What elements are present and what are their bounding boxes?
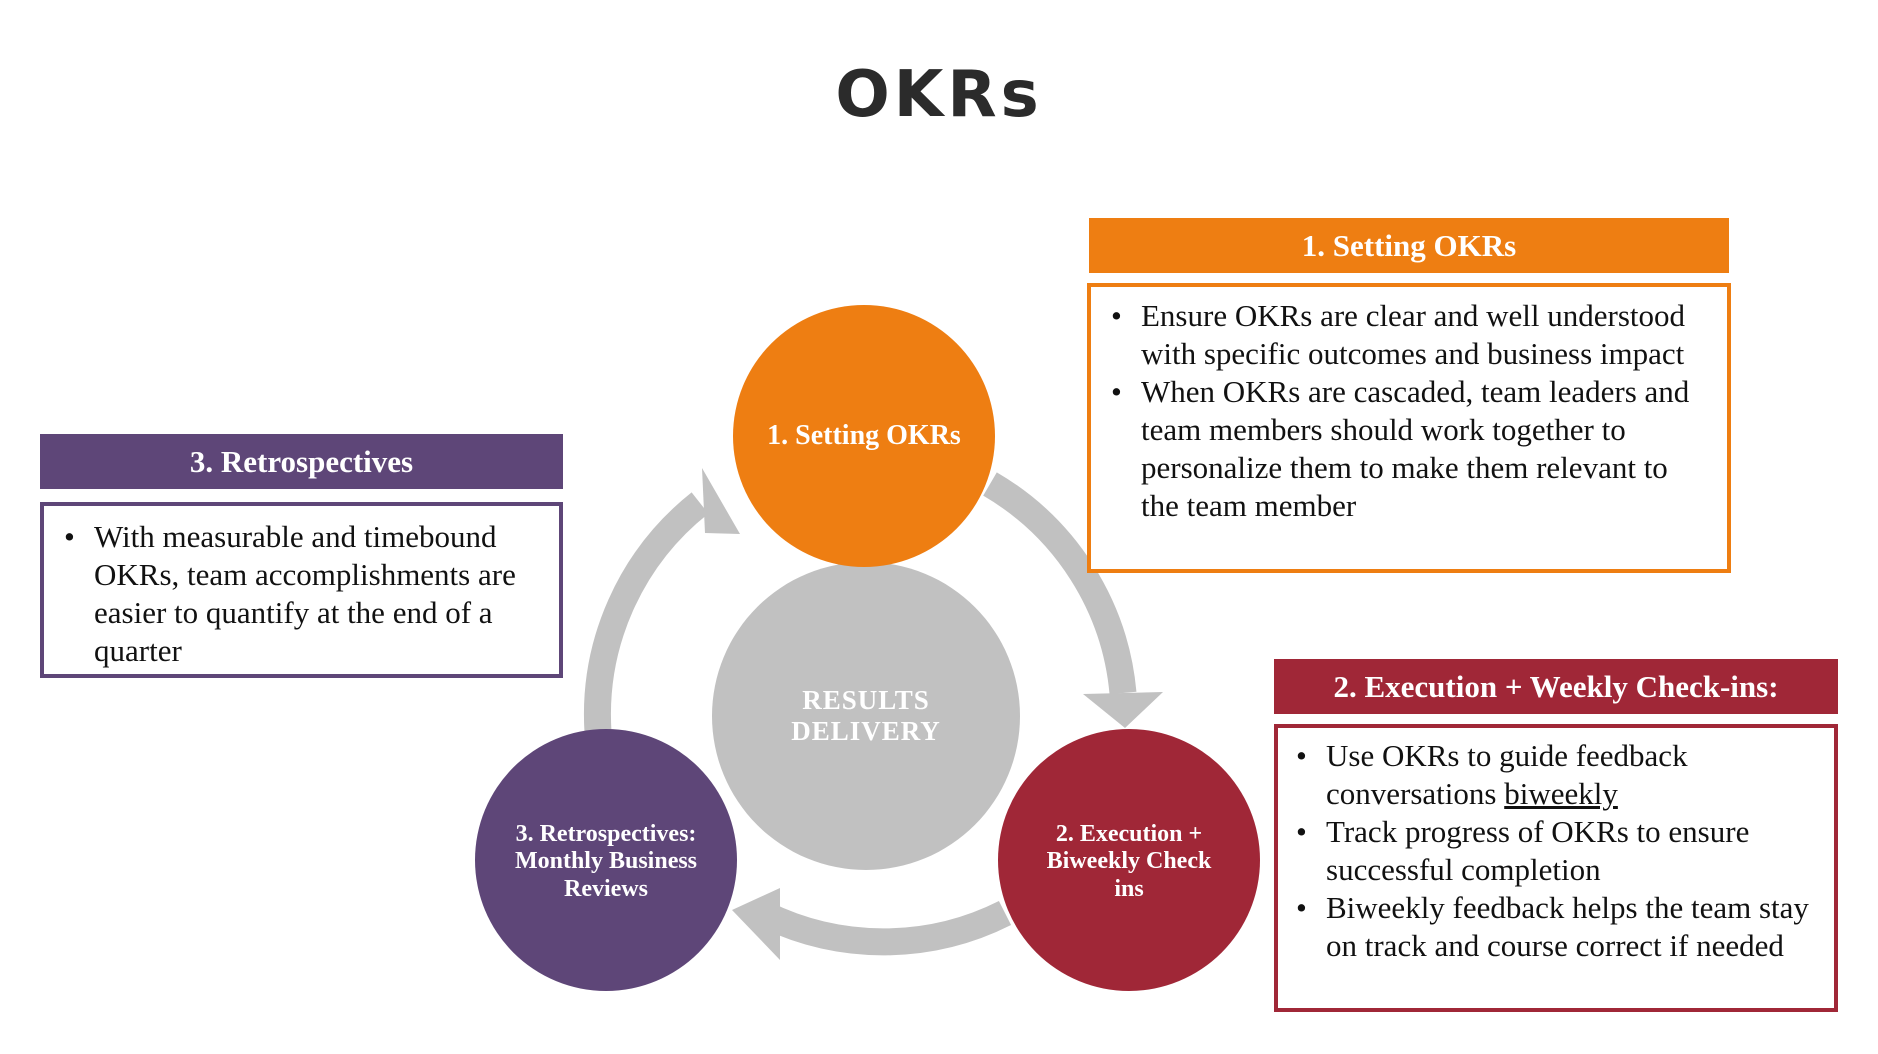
bullet-dot: •	[64, 519, 75, 554]
retrospectives-circle-line3: Reviews	[564, 875, 648, 902]
arrowhead-retro	[732, 888, 780, 960]
list-item: • Biweekly feedback helps the team stay …	[1290, 889, 1822, 965]
retrospectives-bullet-list: • With measurable and timebound OKRs, te…	[58, 518, 545, 670]
bullet-dot: •	[1296, 738, 1307, 773]
setting-okrs-panel-header: 1. Setting OKRs	[1089, 218, 1729, 273]
execution-circle-line3: ins	[1114, 875, 1144, 902]
execution-circle-line1: 2. Execution +	[1055, 820, 1203, 847]
arrowhead-setting	[702, 468, 740, 534]
bullet-dot: •	[1111, 374, 1122, 409]
execution-circle-label: 2. Execution + Biweekly Check ins	[1019, 812, 1239, 912]
retrospectives-panel-title: 3. Retrospectives	[189, 443, 414, 479]
results-delivery-circle	[712, 562, 1020, 870]
bullet-text: Ensure OKRs are clear and well understoo…	[1141, 298, 1686, 371]
bullet-dot: •	[1296, 814, 1307, 849]
setting-okrs-panel-body: • Ensure OKRs are clear and well underst…	[1087, 283, 1731, 573]
arrow-setting-to-execution	[983, 472, 1137, 695]
retrospectives-circle-line1: 3. Retrospectives:	[515, 820, 697, 847]
execution-circle-line2: Biweekly Check	[1046, 848, 1212, 875]
execution-bullet-list: • Use OKRs to guide feedback conversatio…	[1290, 737, 1822, 965]
bullet-text: Use OKRs to guide feedback conversations	[1326, 738, 1688, 811]
execution-panel-body: • Use OKRs to guide feedback conversatio…	[1274, 724, 1838, 1012]
retrospectives-circle-label: 3. Retrospectives: Monthly Business Revi…	[486, 812, 726, 912]
list-item: • Use OKRs to guide feedback conversatio…	[1290, 737, 1822, 813]
execution-panel-title: 2. Execution + Weekly Check-ins:	[1333, 668, 1779, 704]
bullet-text: Biweekly feedback helps the team stay on…	[1326, 890, 1809, 963]
setting-okrs-bullet-list: • Ensure OKRs are clear and well underst…	[1105, 297, 1713, 525]
arrow-retro-to-setting	[583, 492, 709, 733]
arrow-execution-to-retro	[758, 900, 1012, 956]
list-item: • When OKRs are cascaded, team leaders a…	[1105, 373, 1713, 525]
results-delivery-line2: DELIVERY	[791, 716, 941, 746]
bullet-text: Track progress of OKRs to ensure success…	[1326, 814, 1750, 887]
results-delivery-label: RESULTS DELIVERY	[712, 670, 1020, 762]
page-title: OKRs	[835, 58, 1043, 132]
bullet-text: When OKRs are cascaded, team leaders and…	[1141, 374, 1690, 523]
arrowhead-execution	[1083, 692, 1163, 728]
cycle-arrows	[583, 472, 1137, 956]
setting-okrs-circle-label: 1. Setting OKRs	[744, 416, 984, 456]
retrospectives-circle-line2: Monthly Business	[514, 848, 698, 875]
retrospectives-panel-body: • With measurable and timebound OKRs, te…	[40, 502, 563, 678]
setting-okrs-circle	[733, 305, 995, 567]
retrospectives-panel-header: 3. Retrospectives	[40, 434, 563, 489]
results-delivery-line1: RESULTS	[802, 684, 930, 715]
list-item: • With measurable and timebound OKRs, te…	[58, 518, 545, 670]
bullet-underlined-text: biweekly	[1504, 776, 1618, 811]
execution-panel-header: 2. Execution + Weekly Check-ins:	[1274, 659, 1838, 714]
list-item: • Track progress of OKRs to ensure succe…	[1290, 813, 1822, 889]
bullet-dot: •	[1296, 890, 1307, 925]
bullet-dot: •	[1111, 298, 1122, 333]
setting-okrs-panel-title: 1. Setting OKRs	[1301, 227, 1517, 263]
arrow-heads	[702, 468, 1163, 960]
setting-okrs-circle-text: 1. Setting OKRs	[767, 419, 961, 451]
retrospectives-circle	[475, 729, 737, 991]
list-item: • Ensure OKRs are clear and well underst…	[1105, 297, 1713, 373]
execution-circle	[998, 729, 1260, 991]
bullet-text: With measurable and timebound OKRs, team…	[94, 519, 516, 668]
